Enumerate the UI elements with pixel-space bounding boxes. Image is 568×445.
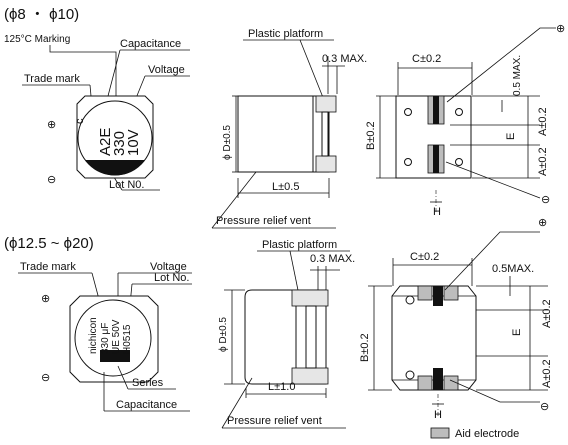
small-bot-terminal: [433, 145, 439, 173]
large-plus-leader: [444, 231, 540, 291]
large-dia-label: ϕ D±0.5: [218, 317, 229, 352]
small-plastic-label: Plastic platform: [248, 28, 323, 40]
large-plus-sign: ⊕: [41, 293, 50, 305]
small-b-label: B±0.2: [365, 121, 377, 150]
small-h-label: H: [433, 206, 441, 218]
small-negative-stripe: [85, 160, 145, 176]
small-len-label: L±0.5: [272, 181, 299, 193]
large-a-top-label: A±0.2: [541, 299, 553, 328]
large-aid-electrode-br: [443, 375, 459, 391]
small-front-plus: ⊕: [556, 23, 565, 35]
large-can-top: [74, 299, 152, 377]
large-brand-text: nichicon: [88, 317, 99, 354]
small-voltage-label: Voltage: [148, 64, 185, 76]
large-size-title: (ϕ12.5 ~ ϕ20): [4, 235, 94, 252]
large-lot-label: Lot No.: [154, 272, 189, 284]
small-hole-br: [455, 158, 463, 166]
small-a-top-label: A±0.2: [537, 107, 549, 136]
small-hole-tr: [455, 108, 463, 116]
small-c-label: C±0.2: [412, 53, 441, 65]
large-a-bot-label: A±0.2: [541, 359, 553, 388]
small-capacitance-label: Capacitance: [120, 38, 181, 50]
small-side-bot-terminal: [315, 155, 337, 173]
large-front-max-label: 0.5MAX.: [492, 263, 534, 275]
large-lot-text: H0515: [122, 324, 133, 354]
small-cap-text-2: 330: [111, 131, 128, 156]
small-marking-label: 125°C Marking: [4, 34, 70, 45]
large-voltage-label: Voltage: [150, 261, 187, 273]
small-top-view: 125°C Marking Capacitance Voltage Trade …: [4, 34, 190, 191]
large-negative-mark: [100, 350, 130, 362]
small-dia-label: ϕ D±0.5: [222, 125, 233, 160]
small-front-minus: ⊖: [541, 194, 550, 206]
large-side-view: Plastic platform 0.3 MAX. ϕ D±0.5 L±1.0 …: [218, 239, 355, 429]
small-side-can: [237, 95, 314, 173]
large-series-label: Series: [132, 377, 164, 389]
large-aid-electrode-bl: [417, 375, 433, 391]
large-side-can: [244, 289, 297, 385]
legend-label: Aid electrode: [455, 428, 519, 440]
large-h-label: H: [434, 409, 442, 421]
large-trade-mark-label: Trade mark: [20, 261, 76, 273]
small-vent-label: Pressure relief vent: [216, 215, 311, 227]
large-len-label: L±1.0: [268, 381, 295, 393]
large-cap-text: 330 μF: [100, 323, 111, 354]
small-top-terminal: [433, 96, 439, 124]
large-aid-electrode-tr: [443, 285, 459, 301]
large-top-view: Trade mark Voltage Lot No. nichicon 330 …: [18, 261, 192, 412]
small-side-top-terminal: [315, 95, 337, 113]
large-vent-label: Pressure relief vent: [227, 415, 322, 427]
small-lot-label: Lot N0.: [109, 179, 144, 191]
small-logo-c: c: [74, 118, 86, 124]
large-minus-sign: ⊖: [41, 372, 50, 384]
large-hole-tl: [405, 295, 415, 305]
small-plastic-leader: [299, 39, 327, 106]
small-marking-leader: [49, 45, 117, 106]
large-series-leader: [117, 365, 129, 390]
large-minus-leader: [449, 379, 540, 403]
large-front-minus: ⊖: [540, 401, 549, 413]
large-top-terminal: [433, 286, 443, 306]
small-a-bot-label: A±0.2: [537, 147, 549, 176]
legend: Aid electrode: [430, 427, 519, 440]
large-aid-electrode-tl: [417, 285, 433, 301]
large-volt-text: UE 50V: [111, 319, 122, 354]
small-side-lead: [321, 111, 329, 157]
large-capacitance-label: Capacitance: [116, 399, 177, 411]
small-trade-mark-label: Trade mark: [24, 73, 80, 85]
small-cap-text-1: A2E: [97, 128, 114, 156]
small-plus-leader: [446, 27, 556, 103]
large-hole-bl: [405, 370, 415, 380]
large-front-view: C±0.2 B±0.2 H 0.5MAX. A±0.2 A±0.2 E ⊕: [359, 217, 553, 421]
small-vent-leader: [211, 171, 257, 229]
large-side-max-label: 0.3 MAX.: [310, 253, 355, 265]
small-hole-bl: [404, 158, 412, 166]
large-c-label: C±0.2: [410, 251, 439, 263]
small-front-body: [395, 95, 472, 179]
large-e-label: E: [511, 329, 523, 336]
small-minus-leader: [445, 161, 541, 199]
small-size-title: (ϕ8 ・ ϕ10): [4, 6, 79, 23]
large-front-body: [391, 285, 477, 391]
small-minus-sign: ⊖: [47, 174, 56, 186]
small-plus-sign: ⊕: [47, 119, 56, 131]
large-front-plus: ⊕: [538, 217, 547, 229]
large-plastic-label: Plastic platform: [262, 239, 337, 251]
small-cap-leader: [107, 49, 121, 97]
small-side-view: Plastic platform 0.3 MAX. ϕ D±0.5 L±0.5 …: [211, 28, 367, 229]
small-cap-text-3: 10V: [125, 129, 142, 156]
small-hole-tl: [404, 108, 412, 116]
small-e-label: E: [505, 133, 517, 140]
small-side-max-label: 0.3 MAX.: [322, 53, 367, 65]
large-side-top-terminal: [291, 289, 329, 307]
large-b-label: B±0.2: [359, 333, 371, 362]
large-vent-leader: [221, 377, 253, 429]
large-bot-terminal: [433, 368, 443, 390]
small-front-max-label: 0.5 MAX.: [512, 55, 523, 96]
small-front-view: C±0.2 B±0.2 H A±0.2 A±0.2 E 0.5 MAX. ⊕ ⊖: [365, 23, 565, 218]
legend-swatch: [430, 427, 450, 439]
large-side-bot-terminal: [291, 367, 329, 385]
large-side-lead: [305, 305, 317, 369]
